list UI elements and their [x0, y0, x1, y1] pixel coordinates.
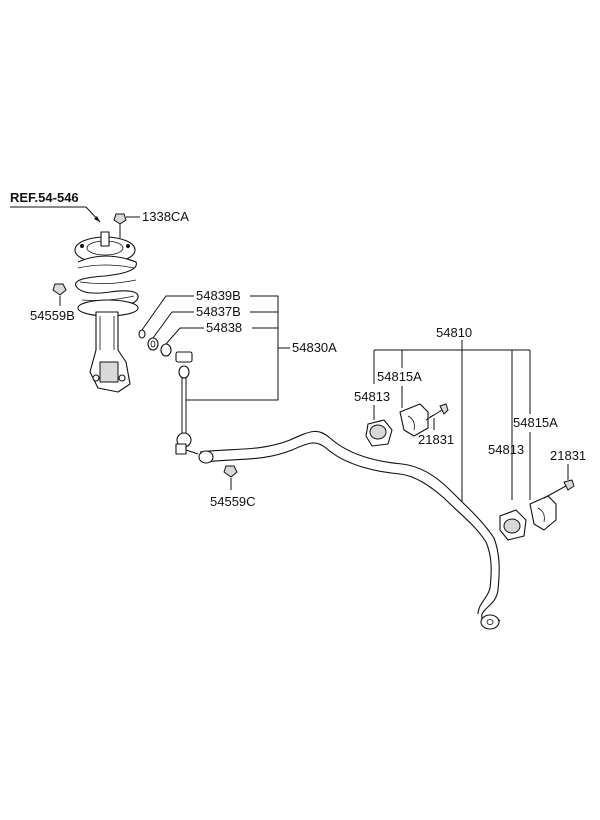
bushing-right-part: [499, 509, 527, 541]
callout-leader: [152, 311, 194, 339]
link-lower-stud: [175, 443, 187, 455]
bolt-left-thread: [429, 414, 435, 418]
mount-stud-right: [126, 244, 130, 248]
bushing-left-hole: [369, 424, 387, 440]
callout-54837B[interactable]: 54837B: [152, 304, 241, 339]
callout-54559C[interactable]: 54559C: [210, 478, 256, 509]
bolt-left-part: [425, 403, 449, 421]
callout-21831-left[interactable]: 21831: [418, 418, 454, 447]
bracket-left-curve: [407, 415, 415, 431]
hex-nut-icon: [113, 213, 127, 225]
bracket-left-part: [399, 403, 429, 437]
stabilizer-link: [175, 351, 199, 455]
bushing-right-hole: [503, 518, 521, 534]
bracket-right-part: [529, 495, 557, 531]
strut-bolt-hole-1: [92, 374, 100, 382]
callout-leader: [165, 327, 204, 345]
nut-54559C-part: [223, 465, 238, 478]
washer-54839B: [138, 329, 146, 339]
part-number-label[interactable]: 54813: [354, 389, 390, 404]
part-number-label[interactable]: 54815A: [513, 415, 558, 430]
part-number-label[interactable]: 54813: [488, 442, 524, 457]
bushing-54837B-hole: [150, 340, 156, 348]
strut-bolt-hole-2: [118, 374, 126, 382]
part-number-label[interactable]: 54815A: [377, 369, 422, 384]
strut-assembly: [74, 231, 139, 393]
strut-knuckle-bracket: [99, 361, 119, 383]
part-number-label[interactable]: 54830A: [292, 340, 337, 355]
callout-54838[interactable]: 54838: [165, 320, 242, 345]
part-number-label[interactable]: 1338CA: [142, 209, 189, 224]
bolt-right-part: [543, 479, 575, 499]
callout-54815A-right[interactable]: 54815A: [513, 415, 558, 500]
stabilizer-bar-outline-top: [199, 430, 501, 625]
nut-54559B-part: [52, 283, 67, 296]
stabilizer-bar: [198, 430, 501, 630]
part-number-label[interactable]: 21831: [418, 432, 454, 447]
hex-nut-icon: [52, 283, 67, 296]
bracket-right-curve: [537, 507, 545, 523]
bracket-left: [399, 403, 429, 437]
stabilizer-bar-end-left: [198, 450, 214, 464]
callout-54810[interactable]: 54810: [373, 325, 531, 502]
reference-label[interactable]: REF.54-546: [10, 190, 79, 205]
link-small-parts: [138, 329, 172, 357]
part-number-label[interactable]: 54839B: [196, 288, 241, 303]
callout-54830A[interactable]: 54830A: [186, 295, 337, 401]
part-number-label[interactable]: 54838: [206, 320, 242, 335]
nut-1338CA-part: [113, 213, 127, 238]
callout-54813-right[interactable]: 54813: [488, 442, 524, 457]
part-number-label[interactable]: 54837B: [196, 304, 241, 319]
callout-54813-left[interactable]: 54813: [354, 389, 390, 420]
bolt-left-head: [439, 403, 449, 415]
callout-54815A-left[interactable]: 54815A: [377, 369, 422, 408]
bolt-right-shank: [543, 485, 567, 499]
part-number-label[interactable]: 54559B: [30, 308, 75, 323]
mount-stud-left: [80, 244, 84, 248]
bushing-54837B: [147, 337, 159, 351]
link-lower-bolt: [185, 449, 199, 455]
reference-arrowhead: [94, 216, 100, 222]
part-number-label[interactable]: 54810: [436, 325, 472, 340]
callout-54839B[interactable]: 54839B: [141, 288, 241, 331]
ring-54838: [160, 343, 172, 357]
stabilizer-bar-outline-bottom: [205, 442, 492, 615]
callout-1338CA[interactable]: 1338CA: [126, 209, 189, 224]
strut-tube-lines: [99, 316, 115, 350]
bolt-right-head: [563, 479, 575, 491]
part-number-label[interactable]: 21831: [550, 448, 586, 463]
bushing-left-part: [365, 419, 393, 447]
callout-21831-right[interactable]: 21831: [550, 448, 586, 480]
stabilizer-bar-end-hole: [486, 619, 494, 625]
part-number-label[interactable]: 54559C: [210, 494, 256, 509]
stabilizer-bar-end-right: [480, 614, 500, 630]
callout-leader: [141, 295, 194, 331]
link-upper-ball: [178, 365, 190, 379]
callout-54559B[interactable]: 54559B: [30, 296, 75, 323]
link-upper-joint: [175, 351, 193, 363]
reference-callout[interactable]: REF.54-546: [10, 190, 101, 223]
strut-rod-top: [100, 231, 110, 247]
hex-nut-icon: [223, 465, 238, 478]
